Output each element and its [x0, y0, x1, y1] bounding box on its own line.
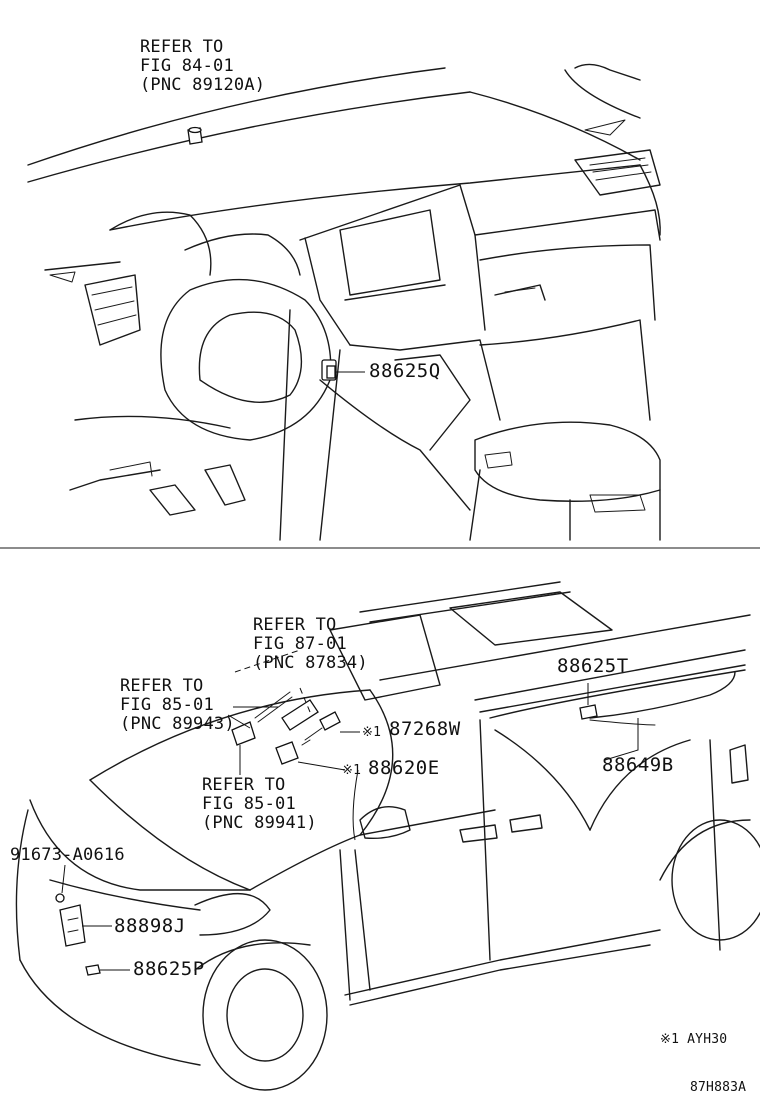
dashboard-illustration: [27, 63, 661, 541]
part-89120A-icon: [187, 126, 203, 145]
part-88625P-icon: [85, 964, 101, 976]
label-88625P: 88625P: [133, 958, 205, 980]
note-mark-88620E: ※1: [342, 763, 362, 778]
figure-id: 87H883A: [690, 1080, 747, 1095]
label-87268W: 87268W: [389, 718, 461, 740]
part-87834-icon: [281, 699, 319, 731]
label-88625Q: 88625Q: [369, 360, 441, 382]
vehicle-illustration: [15, 581, 760, 1091]
note-mark-87268W: ※1: [362, 725, 382, 740]
footnote: ※1 AYH30: [660, 1032, 728, 1047]
label-88898J: 88898J: [114, 915, 186, 937]
part-88625Q-icon: [321, 359, 337, 381]
part-88898J-icon: [59, 904, 86, 947]
part-87268W-icon: [301, 711, 341, 746]
label-88649B: 88649B: [602, 754, 674, 776]
label-91673-A0616: 91673-A0616: [10, 845, 125, 865]
label-88620E: 88620E: [368, 757, 440, 779]
part-91673-icon: [55, 893, 65, 903]
part-88620E-icon: [275, 741, 299, 765]
part-88625T-icon: [579, 704, 598, 720]
label-88625T: 88625T: [557, 655, 629, 677]
